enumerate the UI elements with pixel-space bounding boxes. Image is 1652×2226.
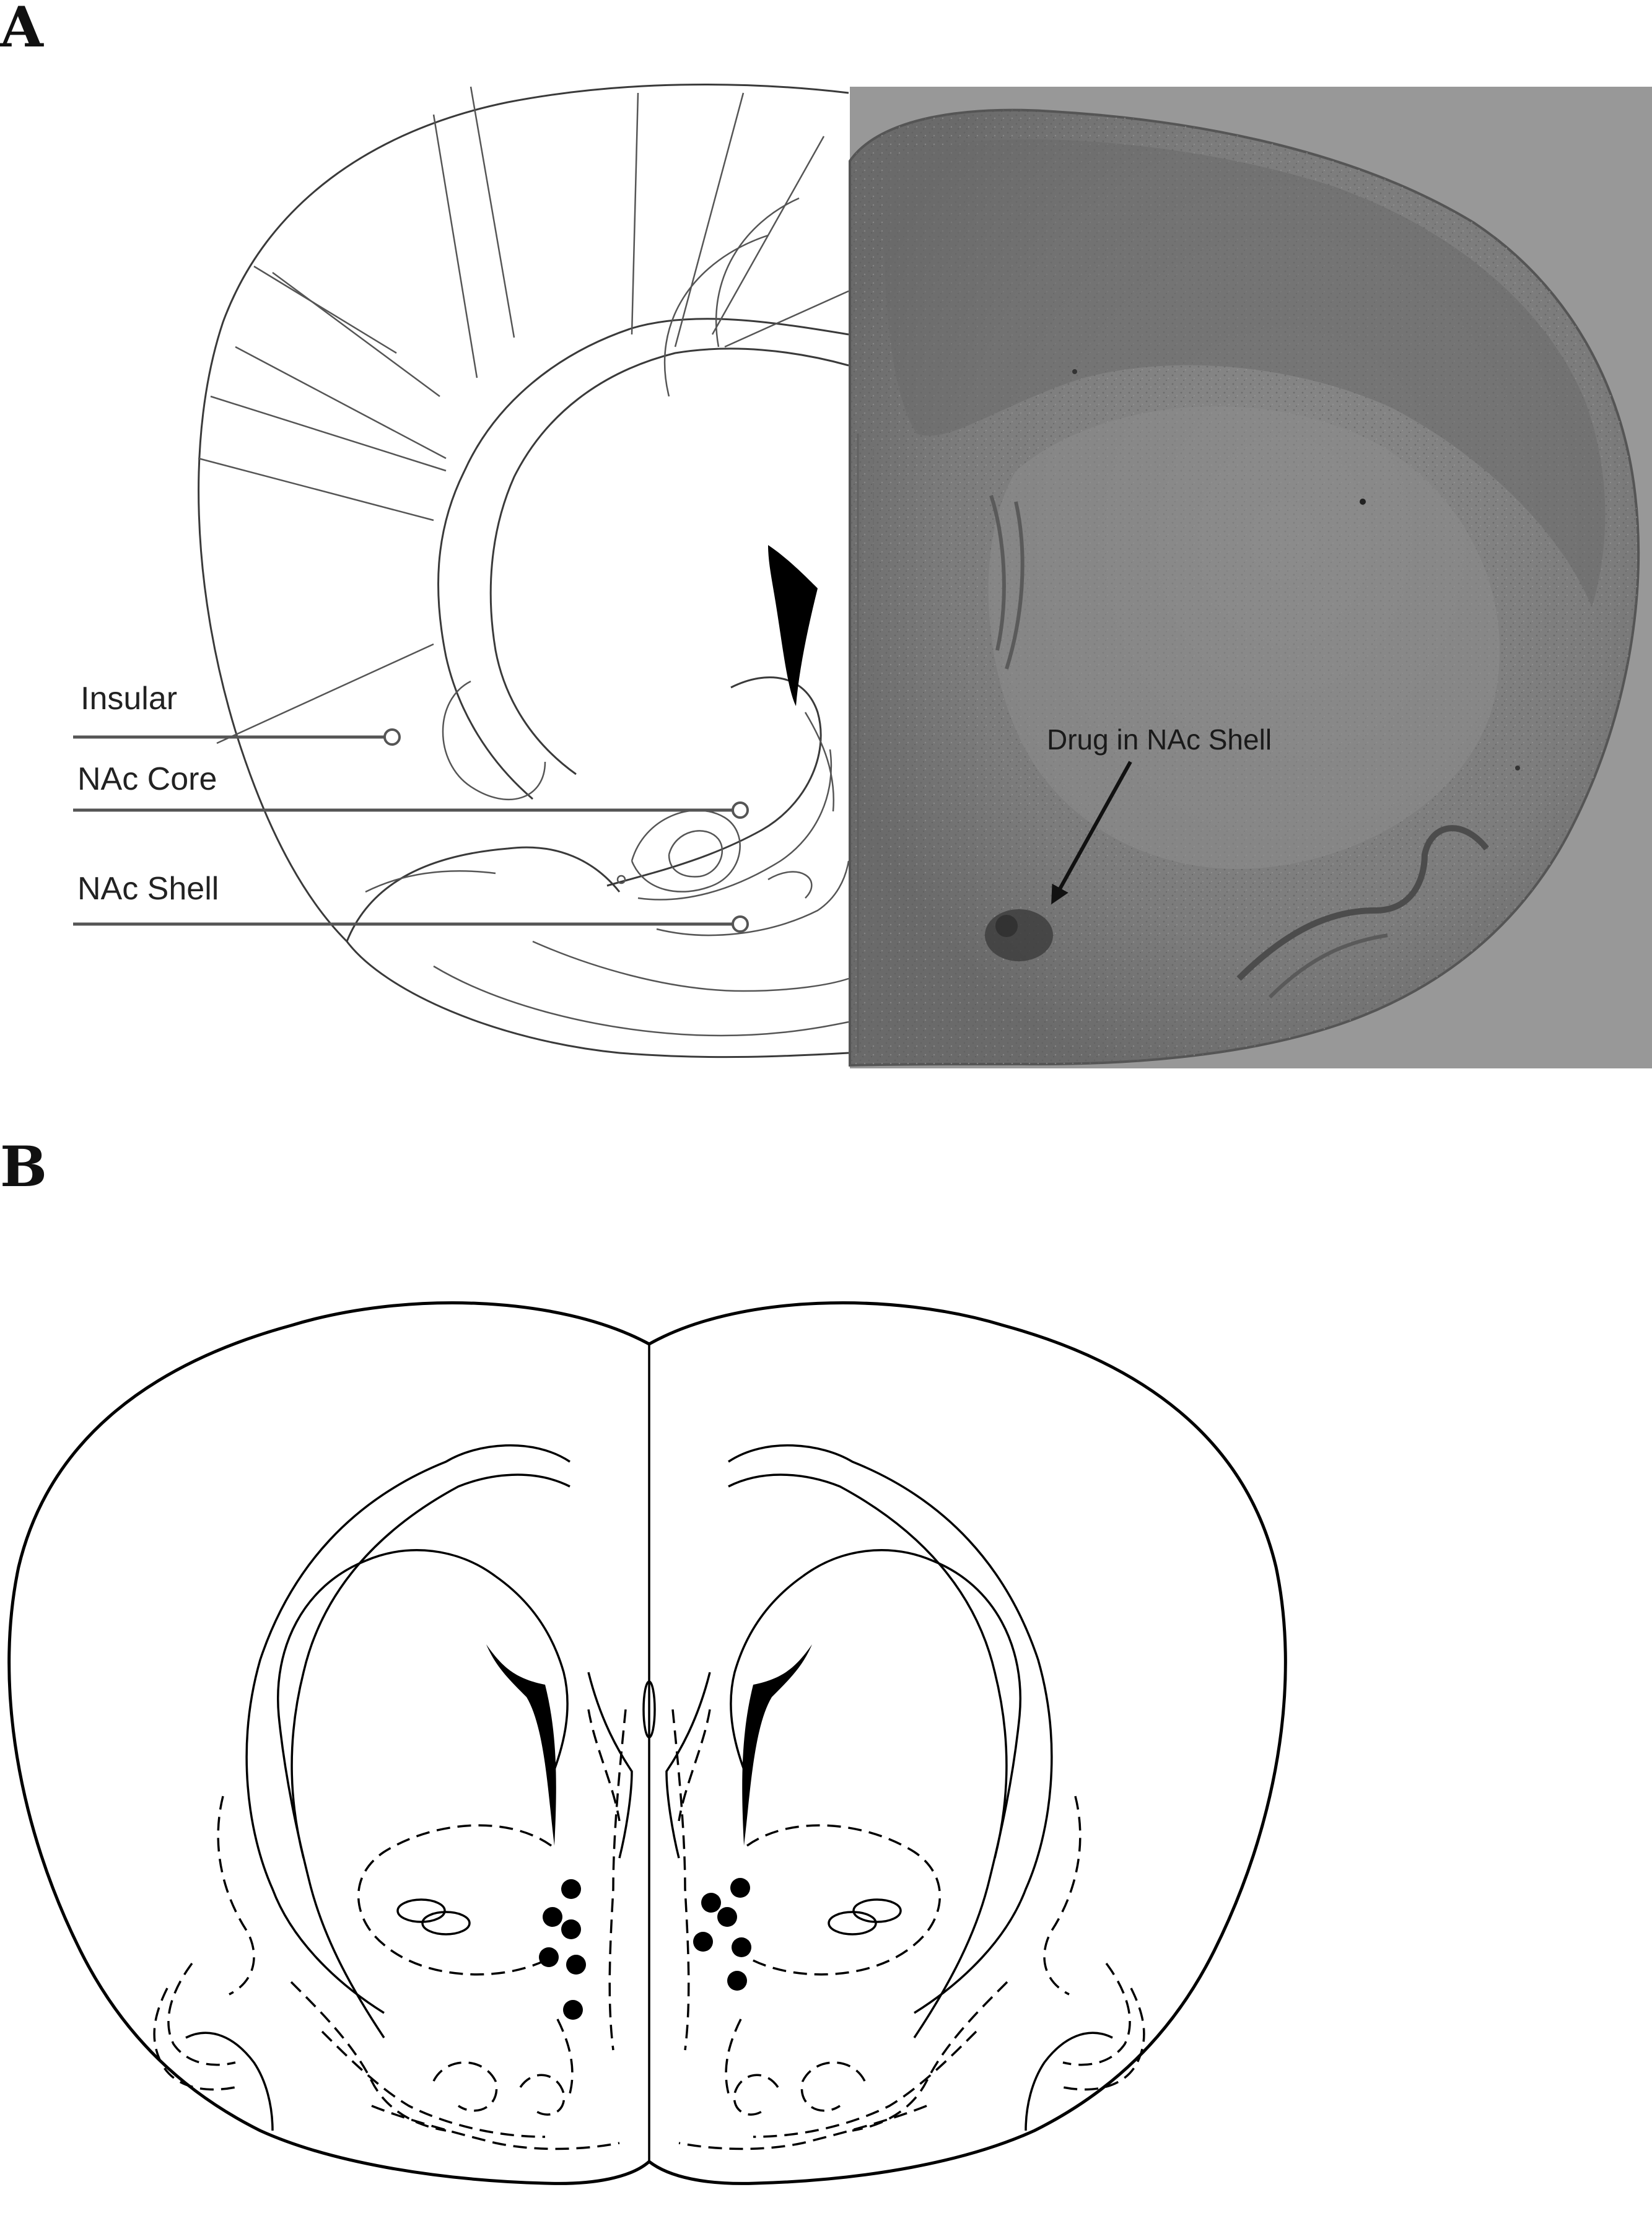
placement-marker — [566, 1955, 586, 1975]
panel-a-label: A — [0, 0, 44, 60]
placement-marker — [561, 1879, 581, 1899]
atlas-label-nac-shell: NAc Shell — [73, 871, 749, 933]
tissue-olfactory-layer — [1236, 825, 1489, 981]
tissue-corpus-callosum — [989, 495, 1025, 670]
label-nac-shell: NAc Shell — [77, 871, 219, 907]
atlas-hemisphere-outline — [198, 84, 850, 1058]
placement-marker — [561, 1919, 581, 1939]
placement-marker — [693, 1932, 713, 1952]
label-insular: Insular — [81, 681, 177, 717]
panel-b-label: B — [0, 1134, 47, 1200]
placement-marker — [732, 1937, 751, 1957]
coronal-section-outline — [7, 1301, 1287, 2185]
placement-marker — [563, 2000, 583, 2020]
placement-marker — [730, 1878, 750, 1898]
placement-marker — [543, 1907, 562, 1927]
placement-markers — [539, 1878, 751, 2020]
drug-site-arrow — [1051, 761, 1132, 905]
drug-injection-site — [985, 909, 1053, 961]
tissue-cortex-dark — [884, 139, 1606, 607]
placement-marker — [701, 1893, 721, 1913]
placement-marker — [717, 1907, 737, 1927]
right-hemisphere-structures — [665, 1444, 1145, 2150]
atlas-cortical-divisions — [198, 86, 849, 744]
placement-marker — [727, 1971, 747, 1991]
atlas-label-insular: Insular — [73, 681, 401, 746]
drug-site-annotation: Drug in NAc Shell — [1047, 723, 1272, 756]
placement-marker — [539, 1947, 559, 1967]
atlas-lateral-ventricle — [768, 545, 818, 706]
atlas-label-nac-core: NAc Core — [73, 761, 749, 819]
histology-photo — [849, 87, 1652, 1068]
left-hemisphere-structures — [153, 1444, 633, 2150]
midline-structure — [642, 1680, 656, 1739]
tissue-striatum — [988, 406, 1500, 870]
label-nac-core: NAc Core — [77, 761, 217, 797]
